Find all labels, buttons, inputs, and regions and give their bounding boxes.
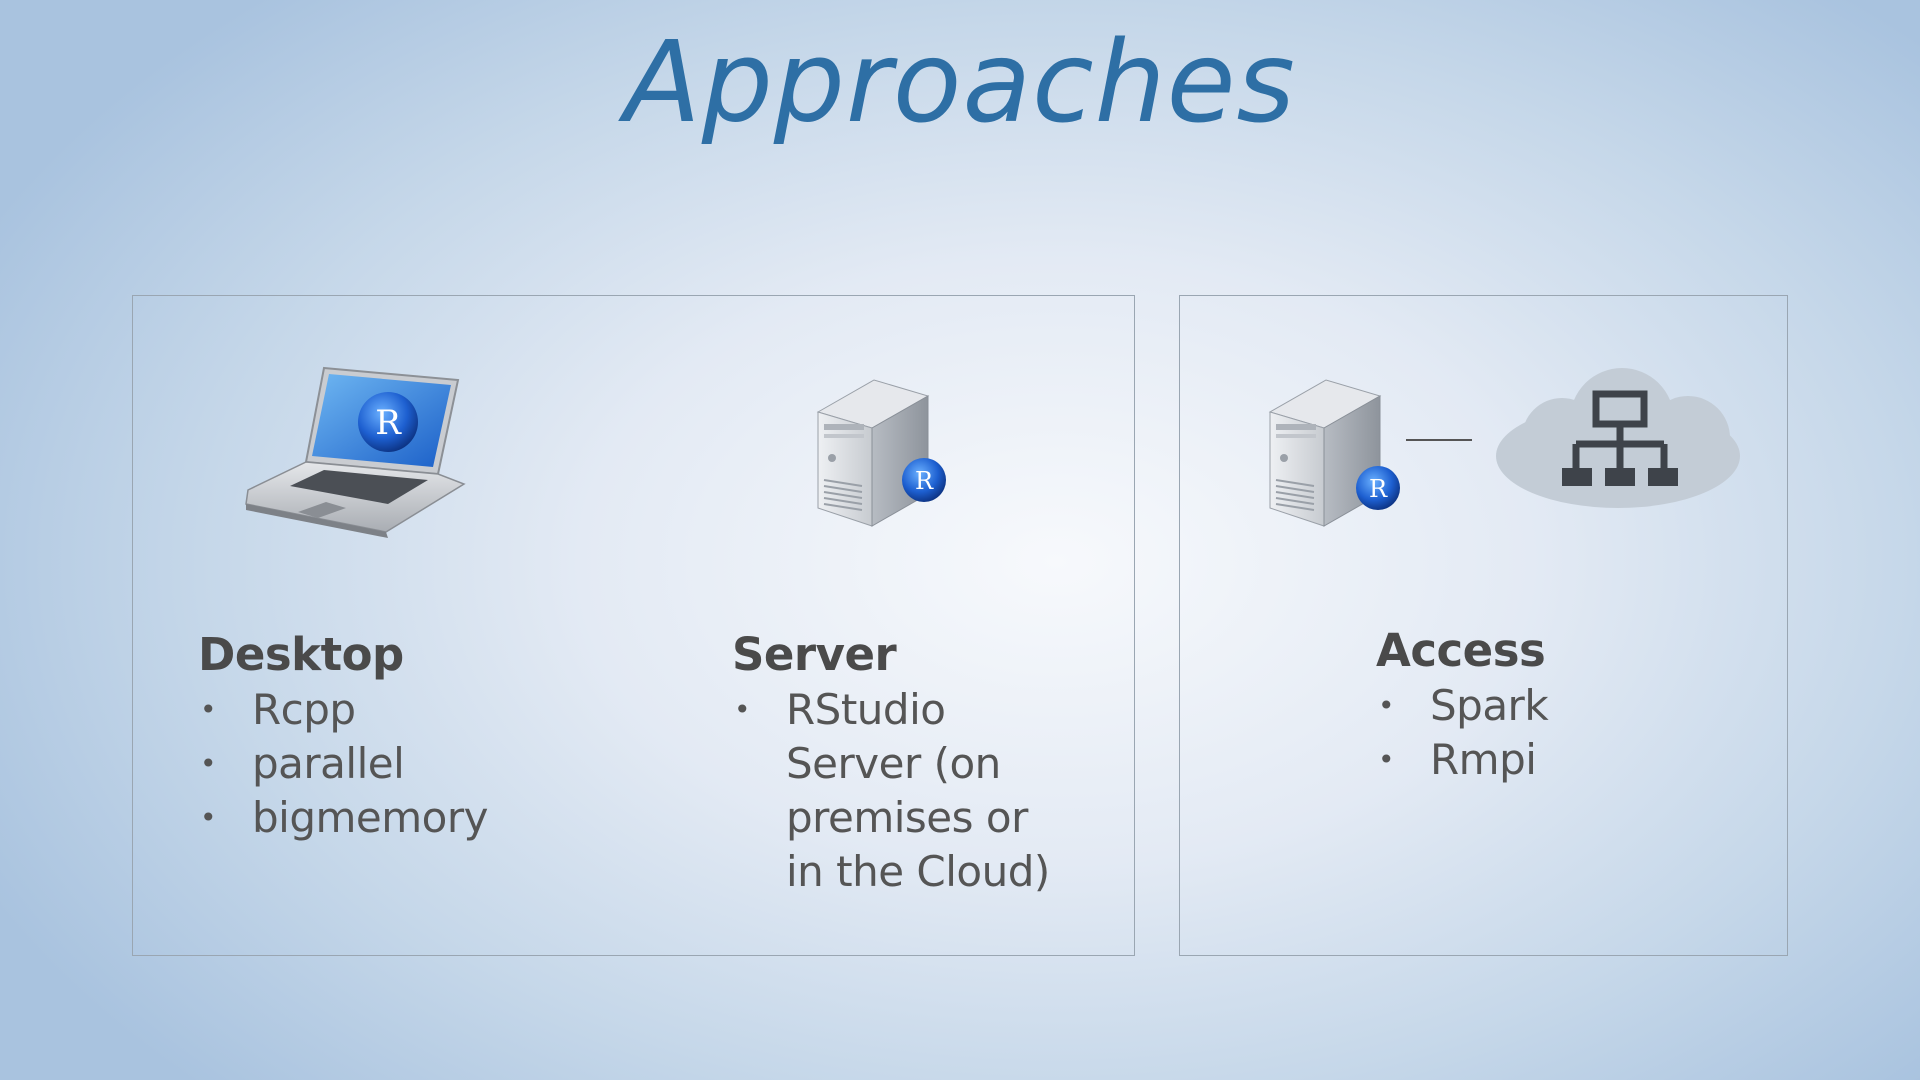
cloud-network-icon bbox=[1496, 368, 1740, 508]
slide-title: Approaches bbox=[624, 18, 1296, 148]
section-heading-desktop: Desktop bbox=[198, 628, 404, 681]
r-logo-badge: R bbox=[358, 392, 418, 452]
desktop-list: Rcpp parallel bigmemory bbox=[198, 683, 488, 845]
panel-desktop-server bbox=[132, 295, 1135, 956]
server-list: RStudio Server (on premises or in the Cl… bbox=[732, 683, 1076, 899]
section-heading-server: Server bbox=[732, 628, 897, 681]
server-icon: R bbox=[1268, 379, 1400, 527]
svg-text:R: R bbox=[915, 467, 934, 495]
section-heading-access: Access bbox=[1376, 624, 1546, 677]
panel-access bbox=[1179, 295, 1788, 956]
access-list: Spark Rmpi bbox=[1376, 679, 1549, 787]
svg-text:R: R bbox=[1369, 475, 1388, 503]
list-item: Spark bbox=[1376, 679, 1549, 733]
connector-line bbox=[1406, 439, 1472, 441]
list-item: bigmemory bbox=[198, 791, 488, 845]
r-logo-badge: R bbox=[902, 458, 946, 502]
r-logo-badge: R bbox=[1356, 466, 1400, 510]
list-item: parallel bbox=[198, 737, 488, 791]
laptop-icon: R bbox=[245, 366, 466, 538]
server-icon: R bbox=[816, 379, 946, 527]
svg-text:R: R bbox=[375, 403, 402, 443]
list-item: Rmpi bbox=[1376, 733, 1548, 787]
list-item: Rcpp bbox=[198, 683, 488, 737]
list-item: RStudio Server (on premises or in the Cl… bbox=[732, 683, 1076, 899]
